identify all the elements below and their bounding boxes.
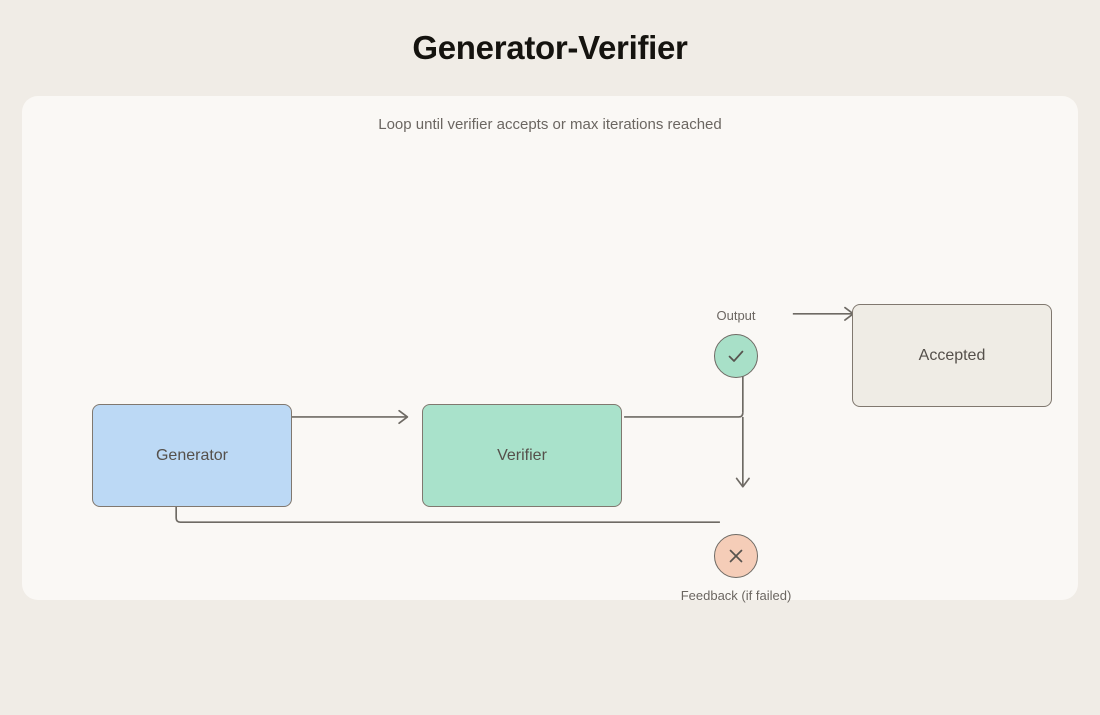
- diagram-subtitle: Loop until verifier accepts or max itera…: [378, 116, 722, 133]
- node-generator-label: Generator: [155, 446, 229, 464]
- feedback-badge[interactable]: [714, 534, 758, 578]
- node-accepted[interactable]: Accepted: [852, 304, 1052, 407]
- feedback-label: Feedback (if failed): [680, 588, 792, 603]
- node-verifier-label: Verifier: [497, 446, 547, 464]
- output-label: Output: [716, 308, 756, 323]
- output-badge[interactable]: [714, 334, 758, 378]
- page-title: Generator-Verifier: [412, 29, 688, 66]
- x-icon: [729, 549, 743, 563]
- node-verifier[interactable]: Verifier: [422, 404, 622, 507]
- diagram-panel: Loop until verifier accepts or max itera…: [22, 96, 1078, 603]
- node-generator[interactable]: Generator: [92, 404, 292, 507]
- check-icon: [728, 350, 744, 362]
- node-accepted-label: Accepted: [918, 346, 986, 364]
